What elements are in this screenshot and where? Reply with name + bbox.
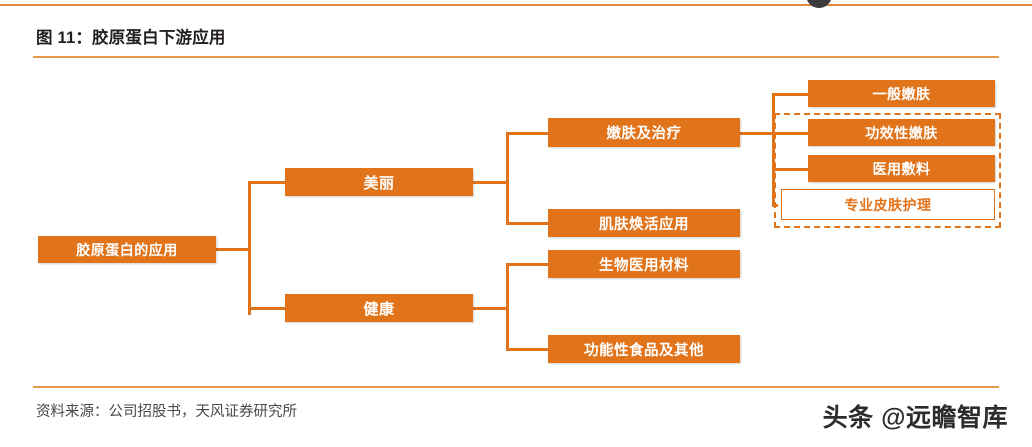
node-biomedical-materials-label: 生物医用材料: [599, 257, 689, 274]
title-divider: [33, 56, 999, 58]
node-skin-revitalization-label: 肌肤焕活应用: [599, 216, 689, 233]
connector-beauty-spine: [506, 132, 509, 224]
connector-to-food: [506, 348, 549, 351]
node-functional-skin-rejuvenation-label: 功效性嫩肤: [865, 124, 938, 141]
node-skin-revitalization[interactable]: 肌肤焕活应用: [548, 209, 740, 237]
footer-divider: [33, 386, 999, 388]
connector-nenfu-spine: [772, 93, 775, 207]
node-functional-skin-rejuvenation[interactable]: 功效性嫩肤: [808, 119, 995, 146]
node-skin-rejuvenation-treatment-label: 嫩肤及治疗: [606, 126, 682, 142]
page-tab-marker-icon: [806, 0, 832, 8]
node-general-skin-rejuvenation-label: 一般嫩肤: [872, 85, 931, 102]
node-professional-skincare-label: 专业皮肤护理: [844, 196, 932, 213]
node-functional-food-other[interactable]: 功能性食品及其他: [548, 335, 740, 363]
top-accent-rule: [0, 4, 1032, 6]
node-root[interactable]: 胶原蛋白的应用: [38, 236, 216, 263]
connector-to-prof-care: [772, 204, 778, 207]
connector-health-spine: [506, 263, 509, 351]
connector-to-jifu: [506, 222, 549, 225]
connector-to-biomed: [506, 263, 549, 266]
watermark: 头条 @远瞻智库: [822, 404, 1008, 432]
node-root-label: 胶原蛋白的应用: [76, 241, 178, 258]
connector-to-dressing: [772, 168, 809, 171]
connector-nenfu-stub: [739, 132, 774, 135]
connector-beauty-stub: [472, 181, 508, 184]
node-functional-food-other-label: 功能性食品及其他: [584, 342, 704, 359]
connector-to-nenfu: [506, 132, 549, 135]
node-professional-skincare[interactable]: 专业皮肤护理: [781, 189, 995, 220]
node-beauty-label: 美丽: [363, 174, 395, 192]
connector-to-health: [248, 307, 286, 310]
professional-skincare-group-box: [774, 113, 1001, 228]
node-medical-dressing[interactable]: 医用敷料: [808, 155, 995, 182]
node-beauty[interactable]: 美丽: [285, 168, 473, 196]
connector-to-beauty: [248, 181, 286, 184]
connector-root-stub: [215, 247, 250, 251]
node-skin-rejuvenation-treatment[interactable]: 嫩肤及治疗: [548, 118, 740, 147]
connector-to-general: [772, 93, 809, 96]
node-medical-dressing-label: 医用敷料: [872, 160, 931, 177]
node-biomedical-materials[interactable]: 生物医用材料: [548, 250, 740, 278]
source-note: 资料来源：公司招股书，天风证券研究所: [36, 404, 297, 420]
connector-health-stub: [472, 307, 508, 310]
node-general-skin-rejuvenation[interactable]: 一般嫩肤: [808, 80, 995, 107]
node-health[interactable]: 健康: [285, 294, 473, 322]
connector-to-functional: [772, 132, 809, 135]
node-health-label: 健康: [363, 300, 395, 318]
connector-root-spine: [248, 181, 251, 315]
page-title: 图 11：胶原蛋白下游应用: [36, 29, 226, 47]
